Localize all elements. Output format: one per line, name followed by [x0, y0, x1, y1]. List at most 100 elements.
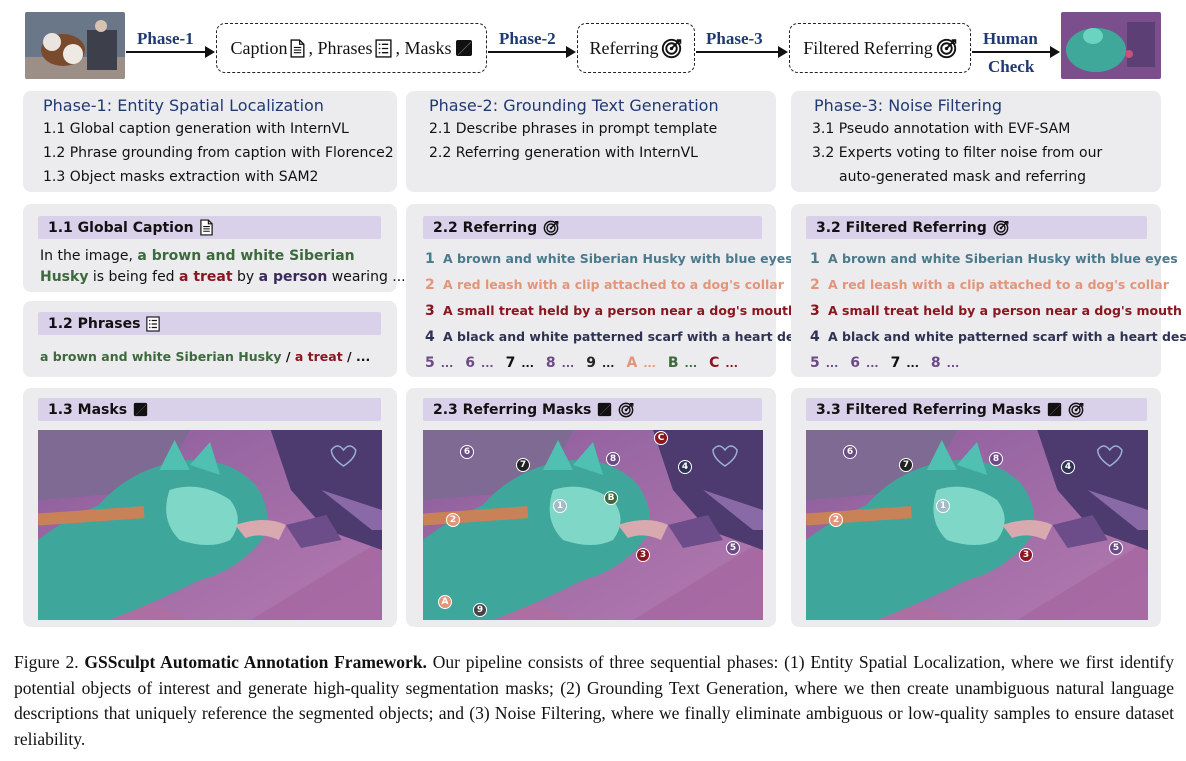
referring-item-text: A brown and white Siberian Husky with bl… — [443, 251, 793, 266]
phase1-output-box: Caption , Phrases , Masks — [216, 23, 487, 73]
referring-item: 2 A red leash with a clip attached to a d… — [425, 277, 784, 293]
caption-text: In the image, — [40, 248, 138, 264]
mask-square-icon — [1047, 402, 1062, 417]
filtered-referring-masks-header-label: 3.3 Filtered Referring Masks — [816, 401, 1042, 418]
more-referring-ellipsis: ... — [440, 357, 454, 370]
phase1-step: 1.3 Object masks extraction with SAM2 — [43, 169, 319, 185]
caption-text: by — [232, 269, 259, 285]
more-referring-number: 8 — [930, 355, 941, 371]
more-referring-row: 5...6...7...8...9...A...B...C... — [425, 355, 750, 371]
referring-item-text: A brown and white Siberian Husky with bl… — [828, 251, 1178, 266]
referring-header-label: 2.2 Referring — [433, 219, 538, 236]
mask-marker-8: 8 — [606, 452, 620, 466]
mask-marker-5: 5 — [726, 541, 740, 555]
more-referring-ellipsis: ... — [601, 357, 615, 370]
more-referring-ellipsis: ... — [906, 357, 919, 370]
caption-text: wearing ... — [327, 269, 406, 285]
more-referring-ellipsis: ... — [866, 357, 879, 370]
phase1-panel: Phase-1: Entity Spatial Localization 1.1… — [23, 91, 397, 192]
mask-marker-7: 7 — [899, 458, 913, 472]
mask-marker-6: 6 — [460, 445, 474, 459]
masks-panel: 1.3 Masks — [23, 388, 397, 627]
more-referring-number: 5 — [810, 355, 820, 371]
phase3-title: Phase-3: Noise Filtering — [814, 96, 1003, 115]
mask-marker-B: B — [604, 491, 618, 505]
mask-marker-7: 7 — [516, 458, 530, 472]
more-referring-number: C — [709, 355, 720, 371]
phrases-list: a brown and white Siberian Husky / a tre… — [40, 349, 370, 364]
phase1-title: Phase-1: Entity Spatial Localization — [43, 96, 324, 115]
document-icon — [290, 39, 305, 58]
referring-item: 3 A small treat held by a person near a d… — [425, 303, 797, 319]
more-referring-ellipsis: ... — [725, 357, 738, 370]
more-referring-ellipsis: ... — [643, 357, 656, 370]
referring-item-number: 3 — [810, 303, 820, 319]
referring-item-text: A black and white patterned scarf with a… — [828, 329, 1186, 344]
phrase-separator: / ... — [342, 349, 371, 364]
more-referring-number: B — [667, 355, 679, 371]
phase2-arrow-label: Phase-2 — [499, 29, 556, 48]
target-icon — [936, 38, 957, 59]
caption-highlight-husky: Husky — [40, 269, 89, 285]
referring-item-number: 1 — [425, 251, 435, 267]
more-referring-number: 6 — [465, 355, 476, 371]
figure-caption-label: Figure 2. — [14, 652, 85, 672]
mask-marker-4: 4 — [1061, 460, 1075, 474]
referring-item-number: 1 — [810, 251, 820, 267]
target-icon — [661, 38, 682, 59]
target-icon — [543, 220, 559, 236]
check-label: Check — [988, 57, 1035, 76]
mask-marker-2: 2 — [829, 513, 843, 527]
filtered-referring-header: 3.2 Filtered Referring — [806, 216, 1147, 239]
phase2-panel: Phase-2: Grounding Text Generation 2.1 D… — [406, 91, 776, 192]
phase3-arrow-label: Phase-3 — [706, 29, 763, 48]
more-referring-number: A — [626, 355, 638, 371]
mask-marker-8: 8 — [989, 452, 1003, 466]
mask-marker-4: 4 — [678, 460, 692, 474]
more-referring-number: 7 — [890, 355, 901, 371]
caption-highlight-person: a person — [258, 269, 328, 285]
global-caption-panel: 1.1 Global Caption In the image, a brown… — [23, 204, 406, 292]
mask-marker-3: 3 — [1019, 548, 1033, 562]
referring-item-text: A small treat held by a person near a do… — [828, 303, 1182, 318]
phase2-step: 2.2 Referring generation with InternVL — [429, 145, 698, 161]
mask-marker-C: C — [654, 431, 668, 445]
more-referring-row: 5...6...7...8... — [810, 355, 971, 371]
phase1-step: 1.1 Global caption generation with Inter… — [43, 121, 349, 137]
phase3-step: auto-generated mask and referring — [839, 169, 1086, 185]
more-referring-number: 7 — [505, 355, 516, 371]
referring-item: 1 A brown and white Siberian Husky with b… — [425, 251, 793, 267]
referring-item-number: 2 — [425, 277, 435, 293]
mask-marker-3: 3 — [636, 548, 650, 562]
phrase-treat: a treat — [294, 349, 343, 364]
referring-item-number: 3 — [425, 303, 435, 319]
phrase-separator: / — [281, 349, 295, 364]
global-caption-text: In the image, a brown and white Siberian… — [40, 246, 406, 288]
phase3-step: 3.1 Pseudo annotation with EVF-SAM — [812, 121, 1071, 137]
phase2-output-box: Referring — [577, 23, 695, 73]
figure-caption: Figure 2. GSSculpt Automatic Annotation … — [14, 650, 1174, 752]
more-referring-ellipsis: ... — [561, 357, 575, 370]
more-referring-number: 8 — [545, 355, 556, 371]
masks-label: , Masks — [395, 37, 452, 58]
more-referring-number: 5 — [425, 355, 435, 371]
referring-item-text: A red leash with a clip attached to a do… — [443, 277, 784, 292]
referring-item-text: A small treat held by a person near a do… — [443, 303, 797, 318]
referring-item: 3 A small treat held by a person near a d… — [810, 303, 1182, 319]
phase3-step: 3.2 Experts voting to filter noise from … — [812, 145, 1103, 161]
mask-marker-9: 9 — [473, 603, 487, 617]
mask-marker-2: 2 — [446, 513, 460, 527]
target-icon — [1068, 402, 1084, 418]
phrases-panel: 1.2 Phrases a brown and white Siberian H… — [23, 301, 397, 377]
masks-header: 1.3 Masks — [38, 398, 381, 421]
phase1-step: 1.2 Phrase grounding from caption with F… — [43, 145, 394, 161]
figure-caption-body: Our pipeline consists of three sequentia… — [14, 652, 1174, 749]
referring-item-number: 2 — [810, 277, 820, 293]
mask-square-icon — [133, 402, 148, 417]
